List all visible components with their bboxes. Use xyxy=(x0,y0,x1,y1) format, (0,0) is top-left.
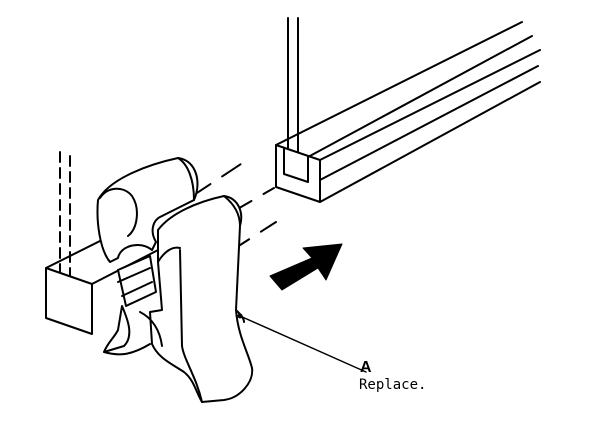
callout-leader-dot xyxy=(237,313,243,319)
callout-leader-line xyxy=(239,315,367,373)
clip-part-a xyxy=(96,157,254,403)
direction-arrow xyxy=(269,243,343,291)
rail-channel xyxy=(275,17,541,203)
callout-label: A xyxy=(360,359,372,376)
callout-instruction: Replace. xyxy=(359,377,427,393)
